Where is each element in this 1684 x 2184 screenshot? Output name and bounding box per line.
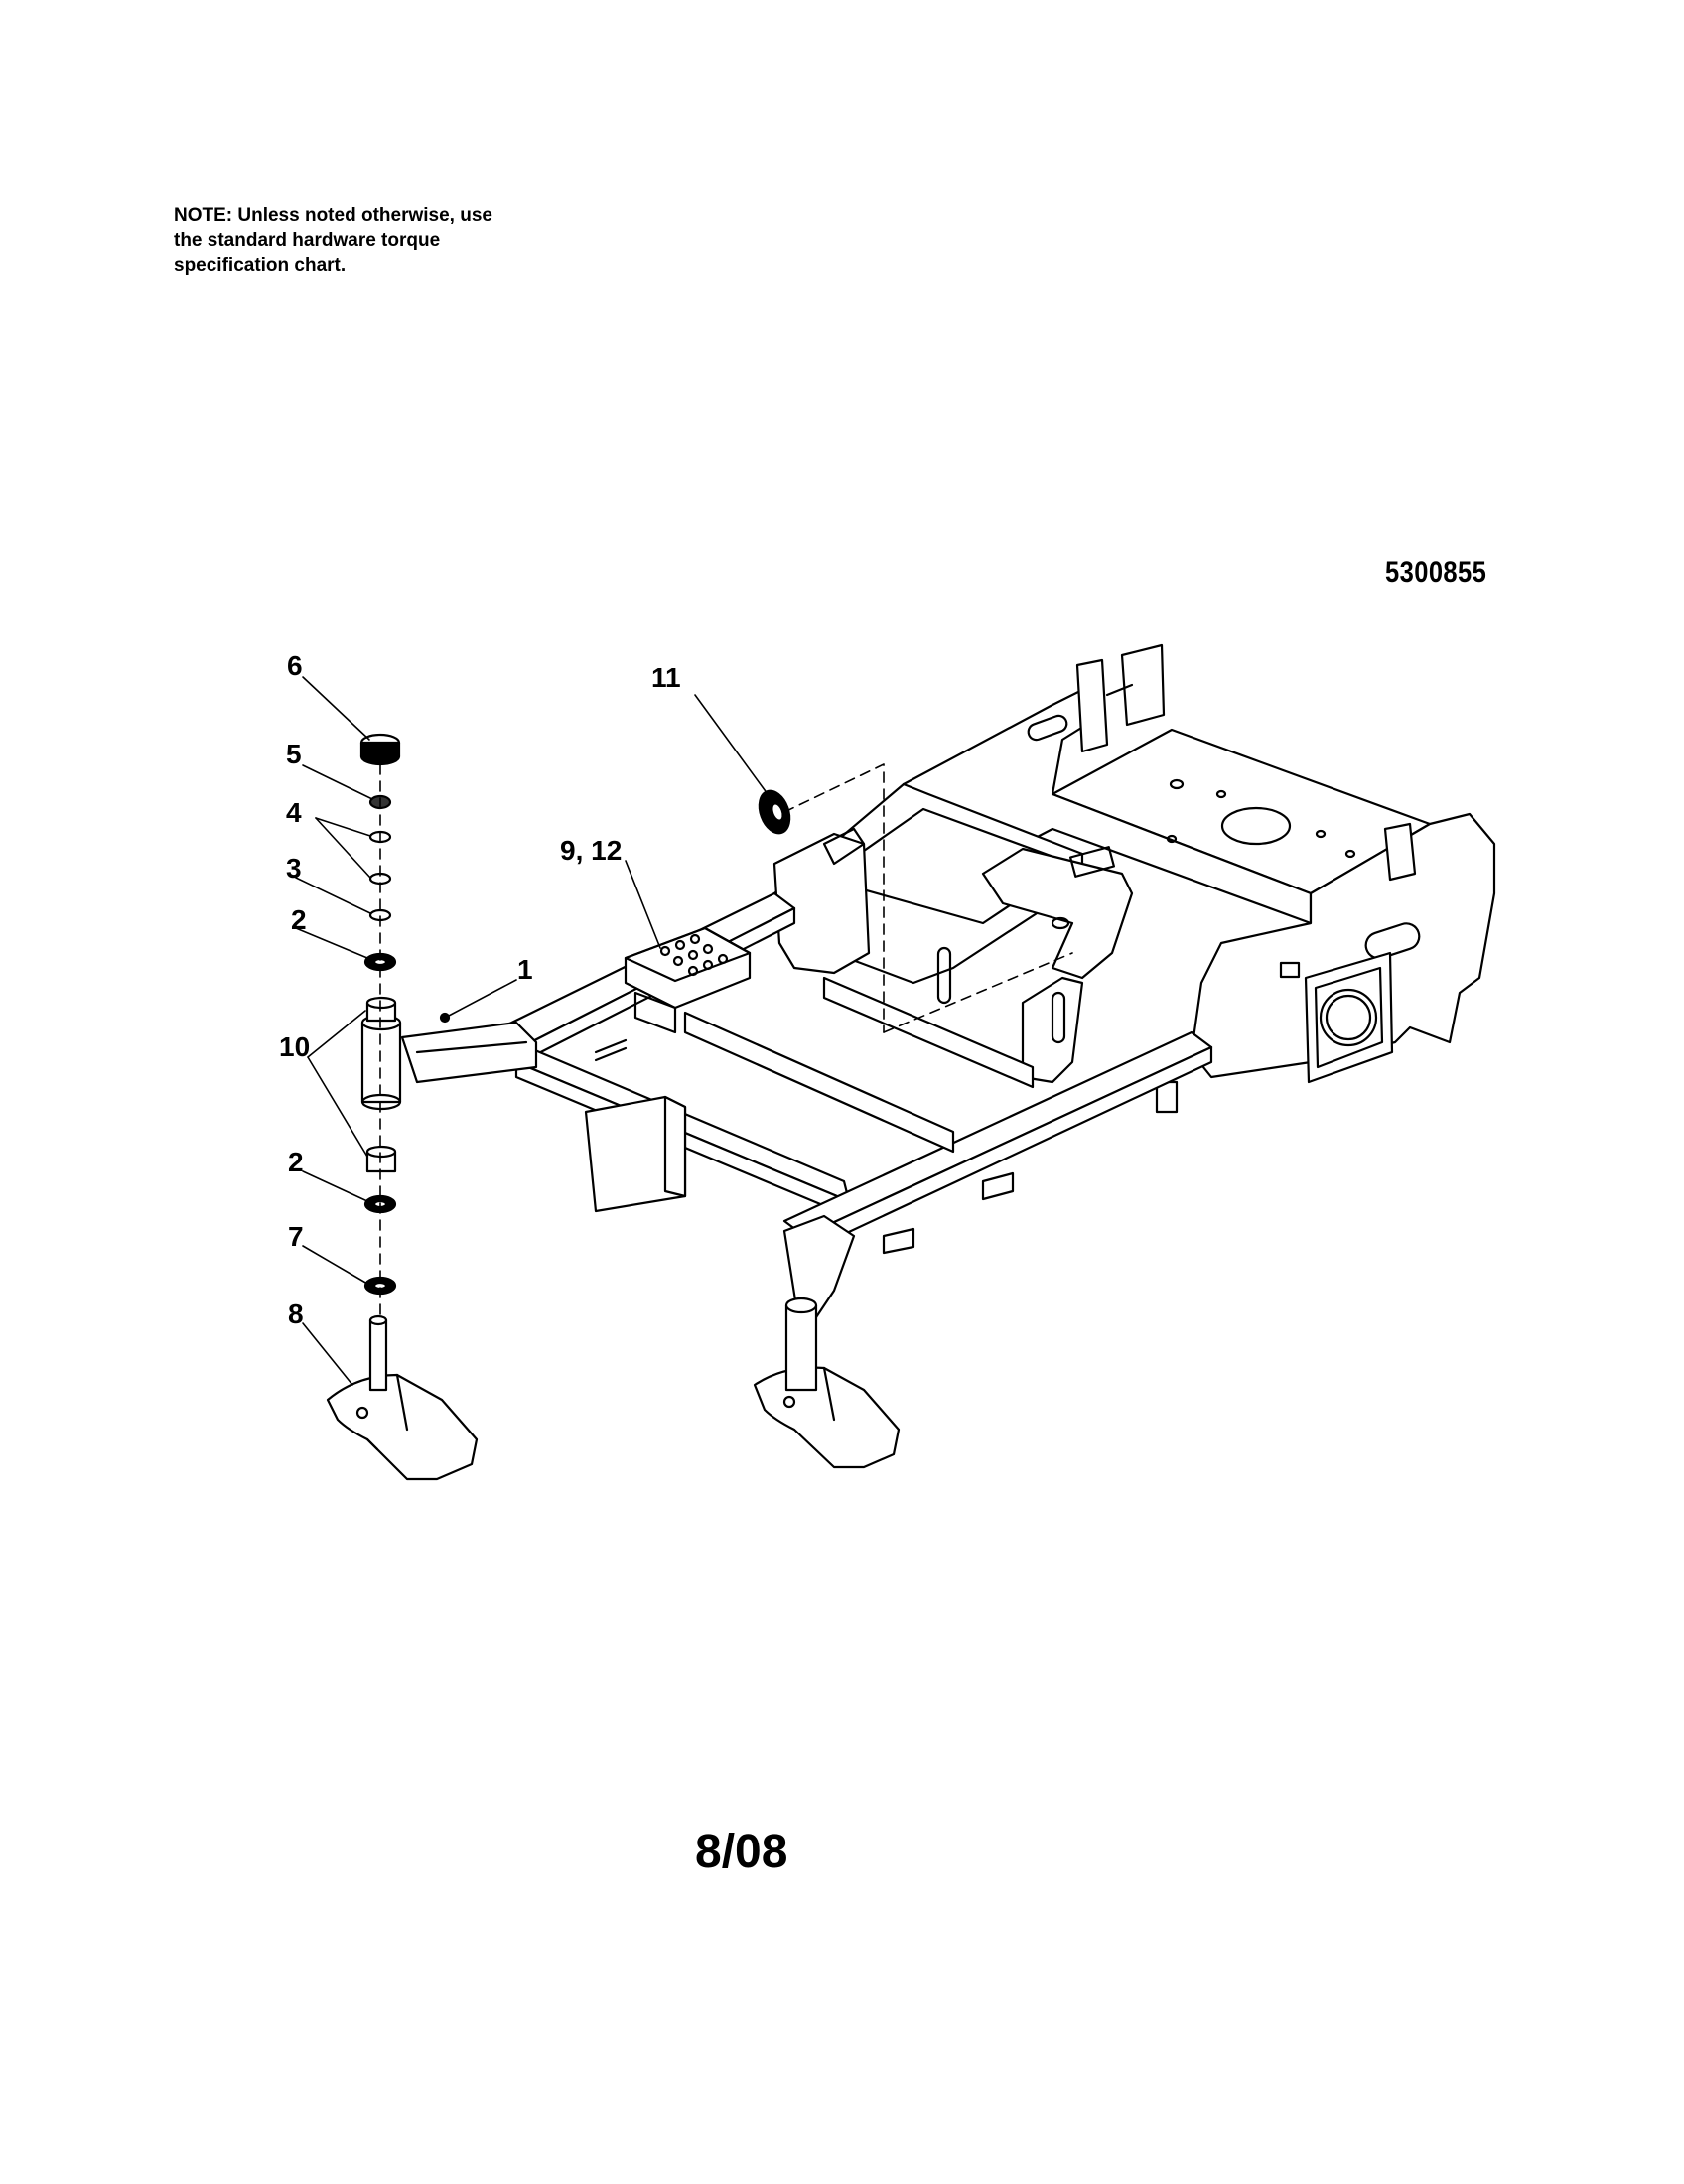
leader-lines <box>295 676 769 1386</box>
assembly-lines <box>379 763 1073 1321</box>
bushing-part-11 <box>758 789 791 835</box>
callout-labels: 6 5 4 3 2 1 9, 12 11 10 2 7 8 <box>279 650 681 1329</box>
note-line-3: specification chart. <box>174 255 347 276</box>
callout-10: 10 <box>279 1031 310 1062</box>
callout-2-upper: 2 <box>291 904 307 935</box>
callout-8: 8 <box>288 1298 304 1329</box>
drawing-number: 5300855 <box>1385 556 1487 589</box>
callout-3: 3 <box>286 853 302 884</box>
rear-frame-assembly <box>892 643 1496 1114</box>
callout-2-lower: 2 <box>288 1147 304 1177</box>
callout-11: 11 <box>651 662 681 693</box>
caster-hardware-stack <box>359 733 451 1296</box>
date-code: 8/08 <box>695 1826 788 1878</box>
right-caster-fork <box>753 1297 901 1469</box>
note-line-1: NOTE: Unless noted otherwise, use <box>174 205 492 226</box>
callout-4: 4 <box>286 797 302 828</box>
callout-6: 6 <box>287 650 303 681</box>
callout-5: 5 <box>286 739 302 769</box>
left-caster-fork <box>326 1314 479 1481</box>
note-line-2: the standard hardware torque <box>174 230 441 251</box>
control-plate <box>624 926 752 1034</box>
mid-frame-assembly <box>772 782 1134 1089</box>
callout-7: 7 <box>288 1221 304 1252</box>
torque-note: NOTE: Unless noted otherwise, use the st… <box>174 204 591 278</box>
callout-1: 1 <box>517 954 533 985</box>
callout-9-12: 9, 12 <box>560 835 622 866</box>
